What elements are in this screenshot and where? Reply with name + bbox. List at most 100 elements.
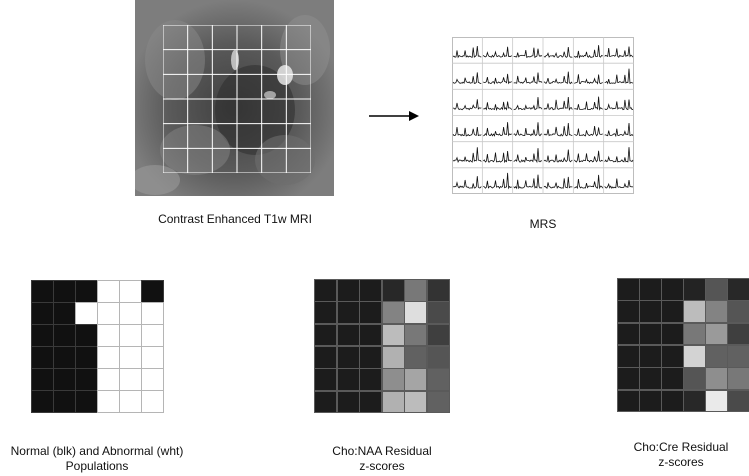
mrs-spectrum-trace	[513, 97, 543, 111]
matrix-cell	[683, 300, 706, 324]
matrix-cell	[119, 280, 142, 303]
matrix-cell	[141, 302, 164, 325]
mrs-spectrum-trace	[543, 149, 573, 164]
matrix-cell	[97, 280, 120, 303]
matrix-cell	[53, 390, 76, 413]
mrs-spectrum-trace	[483, 101, 513, 111]
matrix-cell	[705, 322, 728, 346]
matrix-cell	[31, 324, 54, 347]
populations-caption-line2: Populations	[65, 459, 129, 473]
mrs-spectrum-trace	[483, 122, 512, 137]
matrix-cell	[404, 390, 427, 414]
matrix-cell	[683, 322, 706, 346]
matrix-cell	[404, 279, 427, 302]
matrix-cell	[661, 345, 684, 368]
matrix-cell	[404, 368, 427, 392]
matrix-cell	[336, 301, 360, 325]
matrix-cell	[119, 390, 142, 413]
matrix-cell	[381, 323, 405, 347]
cho-cre-caption-line1: Cho:Cre Residual	[633, 440, 729, 454]
matrix-cell	[141, 346, 164, 369]
mrs-spectrum-trace	[604, 147, 634, 163]
matrix-cell	[359, 390, 382, 414]
matrix-cell	[141, 390, 164, 413]
matrix-cell	[314, 390, 337, 414]
matrix-cell	[617, 300, 640, 324]
matrix-cell	[97, 346, 120, 369]
matrix-cell	[31, 368, 54, 391]
matrix-cell	[426, 390, 450, 414]
matrix-cell	[53, 324, 76, 347]
mrs-spectrum-trace	[483, 73, 512, 85]
matrix-cell	[705, 367, 728, 391]
matrix-cell	[639, 367, 662, 391]
matrix-cell	[119, 368, 142, 391]
mrs-spectrum-trace	[574, 174, 604, 190]
matrix-cell	[314, 346, 337, 369]
mri-image	[135, 0, 334, 196]
matrix-cell	[426, 346, 450, 369]
matrix-cell	[727, 278, 749, 301]
mrs-spectrum-trace	[513, 174, 543, 190]
matrix-cell	[639, 322, 662, 346]
mrs-spectrum-trace	[543, 176, 573, 189]
matrix-cell	[336, 368, 360, 392]
matrix-cell	[426, 301, 450, 325]
mrs-spectrum-trace	[543, 71, 573, 85]
matrix-cell	[75, 346, 98, 369]
matrix-cell	[661, 322, 684, 346]
matrix-cell	[31, 390, 54, 413]
matrix-cell	[661, 389, 684, 413]
matrix-cell	[141, 368, 164, 391]
matrix-cell	[727, 345, 749, 368]
mrs-spectrum-trace	[452, 147, 482, 163]
mrs-spectrum-trace	[604, 68, 634, 85]
mrs-spectrum-trace	[452, 126, 482, 137]
matrix-cell	[683, 345, 706, 368]
mrs-spectrum-trace	[513, 122, 543, 137]
cho-cre-matrix	[617, 278, 749, 413]
mrs-spectrum-trace	[604, 178, 634, 189]
matrix-cell	[75, 302, 98, 325]
matrix-cell	[617, 345, 640, 368]
matrix-cell	[381, 301, 405, 325]
matrix-cell	[426, 323, 450, 347]
matrix-cell	[661, 300, 684, 324]
mrs-spectrum-trace	[513, 47, 543, 59]
cho-cre-caption-line2: z-scores	[658, 455, 704, 469]
mrs-spectrum-trace	[574, 125, 603, 137]
matrix-cell	[336, 323, 360, 347]
matrix-cell	[141, 324, 164, 347]
mrs-spectrum-trace	[543, 46, 573, 58]
matrix-cell	[705, 300, 728, 324]
mrs-spectrum-trace	[483, 151, 512, 164]
mrs-spectrum-trace	[573, 45, 603, 59]
mrs-spectrum-trace	[452, 72, 482, 85]
right-arrow-icon	[369, 111, 419, 121]
matrix-cell	[705, 345, 728, 368]
matrix-cell	[727, 322, 749, 346]
matrix-cell	[97, 390, 120, 413]
matrix-cell	[404, 323, 427, 347]
populations-caption: Normal (blk) and Abnormal (wht) Populati…	[0, 444, 194, 474]
matrix-cell	[426, 279, 450, 302]
matrix-cell	[683, 367, 706, 391]
matrix-cell	[426, 368, 450, 392]
matrix-cell	[31, 280, 54, 303]
matrix-cell	[97, 324, 120, 347]
mrs-spectrum-trace	[513, 148, 543, 164]
matrix-cell	[119, 324, 142, 347]
mrs-spectrum-trace	[574, 74, 603, 85]
matrix-cell	[381, 279, 405, 302]
matrix-cell	[727, 367, 749, 391]
matrix-cell	[381, 368, 405, 392]
matrix-cell	[404, 346, 427, 369]
matrix-cell	[705, 389, 728, 413]
matrix-cell	[314, 368, 337, 392]
matrix-cell	[75, 324, 98, 347]
cho-naa-caption-line2: z-scores	[359, 459, 405, 473]
matrix-cell	[683, 389, 706, 413]
mrs-spectrum-trace	[604, 99, 634, 111]
matrix-cell	[119, 302, 142, 325]
matrix-cell	[53, 280, 76, 303]
